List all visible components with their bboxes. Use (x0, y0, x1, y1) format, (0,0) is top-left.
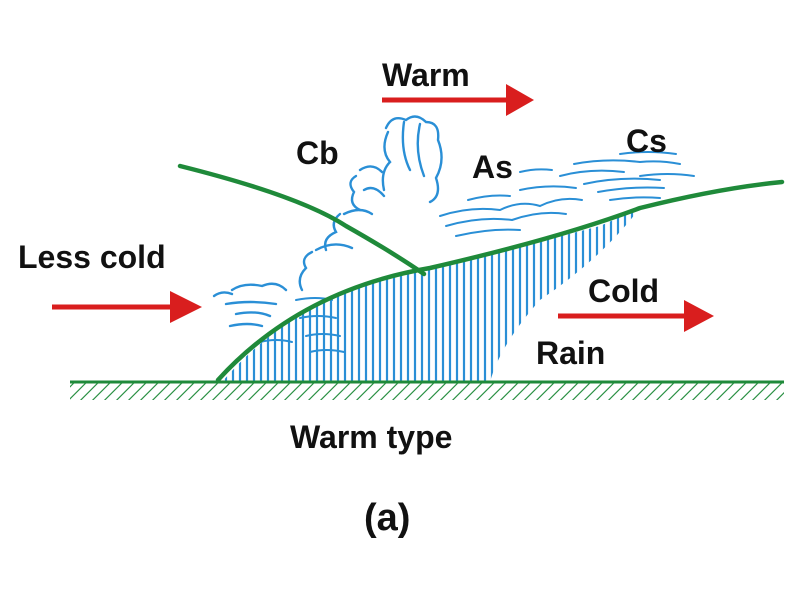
frontal-surfaces (177, 163, 785, 383)
cumulonimbus-cloud (212, 115, 443, 328)
warm-air-label: Warm (382, 57, 470, 93)
cold-air-label: Cold (588, 273, 659, 309)
less-cold-air-arrow (52, 291, 202, 323)
warm-air-arrow (382, 84, 534, 116)
cold-front-line (177, 163, 427, 277)
arrow-right-icon (170, 291, 202, 323)
warm-type-caption: Warm type (290, 419, 452, 455)
less-cold-air-label: Less cold (18, 239, 166, 275)
arrow-right-icon (506, 84, 534, 116)
cumulonimbus-label: Cb (296, 135, 339, 171)
arrow-right-icon (684, 300, 714, 332)
panel-label: (a) (364, 497, 410, 539)
altostratus-label: As (472, 149, 513, 185)
cold-air-arrow (558, 300, 714, 332)
rain-label: Rain (536, 335, 605, 371)
altostratus-cirrostratus-layer (259, 151, 695, 353)
ground-surface (70, 380, 784, 400)
warm-front-line (215, 179, 785, 383)
cirrostratus-label: Cs (626, 123, 667, 159)
